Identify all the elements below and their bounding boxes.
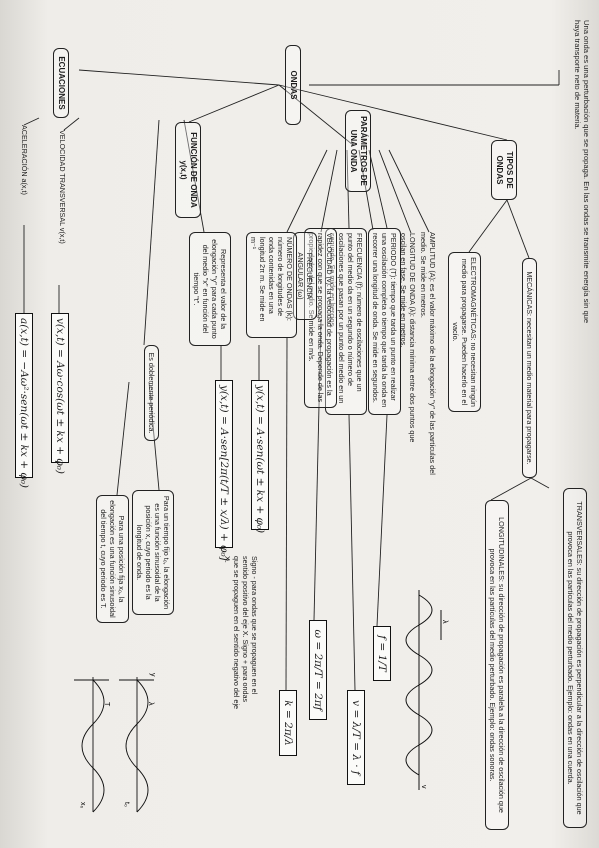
graph-lambda-label: λ — [147, 702, 154, 706]
periodica-node: Es doblemente periódica. — [144, 345, 159, 441]
aceleracion-label: ACELERACIÓN a(x,t) — [20, 125, 29, 195]
mecanicas-node: MECÁNICAS: necesitan un medio material p… — [522, 258, 537, 478]
amplitud-text: AMPLITUD (A): es el valor máximo de la e… — [419, 232, 437, 475]
graph-T-label: T — [103, 702, 110, 707]
periodicity-graphs: y t₀ λ x₀ T — [74, 673, 156, 813]
graph-t0-label: t₀ — [123, 802, 130, 807]
velocidad-transversal-label: VELOCIDAD TRANSVERSAL v(x,t) — [58, 130, 67, 244]
link-root-tipos — [278, 84, 508, 141]
longitudinales-node: LONGITUDINALES: su dirección de propagac… — [485, 500, 509, 830]
signos-text: Signo - para ondas que se propaguen en e… — [223, 556, 259, 710]
wave-v-label: v — [420, 785, 427, 789]
longitud-text: LONGITUD DE ONDA (λ): distancia mínima e… — [399, 233, 417, 443]
eq-aceleracion: a(x,t) = −Aω²·sen(ωt ± kx + φ₀) — [15, 313, 33, 488]
eq-velocidad: v = λ/T = λ · f — [347, 690, 365, 785]
transversales-node: TRANSVERSALES: su dirección de propagaci… — [563, 488, 587, 828]
root-node: ONDAS — [285, 45, 301, 125]
tipos-node: TIPOS DE ONDAS — [491, 140, 517, 200]
link-par-amplitud — [388, 149, 430, 233]
graph-y-label-1: y — [149, 673, 156, 677]
eq-funcion-1: y(x,t) = A·sen(ωt ± kx + φ₀) — [251, 380, 269, 533]
wave-sketch: λ v — [405, 590, 448, 790]
funcion-node: FUNCIÓN DE ONDA y(x,t) — [175, 122, 201, 218]
link-tipos-mecanicas — [506, 199, 530, 259]
ecuaciones-node: ECUACIONES — [53, 48, 69, 118]
parametros-node: PARÁMETROS DE UNA ONDA — [345, 110, 371, 192]
definition-text: Una onda es una perturbación que se prop… — [572, 20, 591, 324]
eq-funcion-2: y(x,t) = A·sen[2π(t/T ± x/λ) + φ₀] — [215, 380, 233, 561]
graph-x0-label: x₀ — [79, 802, 86, 809]
link-root-ecuaciones — [78, 69, 280, 86]
link-mec-long — [490, 477, 532, 501]
link-tipos-electro — [468, 199, 508, 253]
wave-lambda-label: λ — [441, 620, 448, 624]
eq-numero-ondas: k = 2π/λ — [279, 690, 297, 756]
electromagneticas-node: ELECTROMAGNÉTICAS: no necesitan ningún m… — [448, 252, 481, 412]
eq-frecuencia-angular: ω = 2π/T = 2πf — [309, 620, 327, 720]
periodo-node: PERIODO (T): tiempo que tarda un punto e… — [368, 228, 401, 415]
funcion-description: Representa el valor de la elongación "y"… — [189, 232, 231, 346]
link-root-funcion — [188, 84, 280, 123]
posicion-fija-node: Para una posición fija x₀, la elongación… — [96, 495, 129, 623]
eq-velocidad-transversal: v(x,t) = Aω·cos(ωt ± kx + φ₀) — [51, 313, 69, 474]
link-root-parametros — [278, 84, 354, 146]
tiempo-fijo-node: Para un tiempo fijo t₀, la elongación es… — [132, 490, 174, 615]
numero-ondas-node: NÚMERO DE ONDAS (k): número de longitude… — [246, 232, 297, 338]
link-mec-trans — [530, 477, 550, 489]
